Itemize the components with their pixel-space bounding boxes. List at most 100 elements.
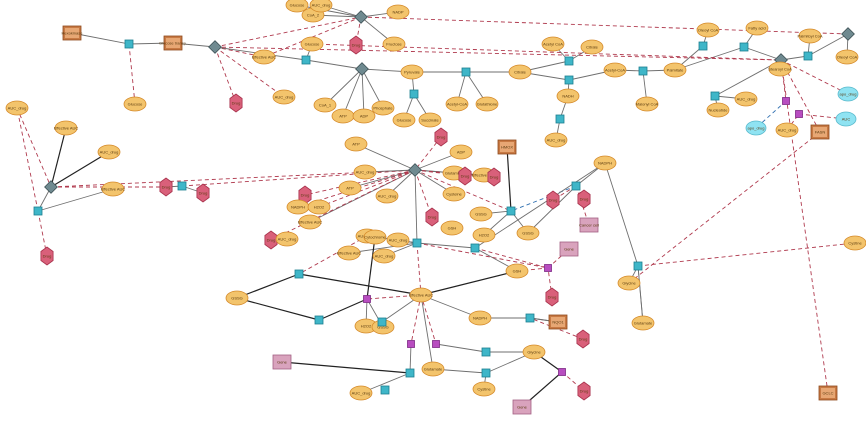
node-hub-h3[interactable] [355,62,369,76]
node-met-m4[interactable]: AUC_drug [272,89,296,105]
node-hub-h2[interactable] [354,10,368,24]
node-met-m60[interactable]: Glutathione [475,96,499,112]
node-met-m3[interactable]: Fructose [382,36,406,52]
node-drug-d11[interactable]: Drug [577,189,591,209]
node-rxn-r7[interactable] [555,114,565,124]
node-rxn-r9[interactable] [698,41,708,51]
node-rxn-r10[interactable] [739,42,749,52]
node-rxn-r5[interactable] [564,56,574,66]
node-drug-d2[interactable]: Drug [349,35,363,55]
node-drug-d7[interactable]: Drug [458,166,472,186]
node-met-m46[interactable]: Stearoyl CoA [768,61,792,77]
node-hub-h6[interactable] [44,180,58,194]
node-met-m15[interactable]: AUC_drug [5,100,29,116]
node-protein-p5[interactable]: GCLC [818,385,838,401]
node-protein-p7[interactable]: FASN [810,124,830,140]
node-rxn-r27[interactable] [380,385,390,395]
node-rxn-r23[interactable] [525,313,535,323]
node-met-m59[interactable]: AUC_drug [309,0,333,13]
node-met-m55[interactable]: Citrate [580,39,604,55]
node-met-m2[interactable]: Cytochrome [363,229,387,245]
node-rxn-r24[interactable] [481,347,491,357]
node-met-m30[interactable]: Effective AUC [298,214,323,230]
node-trans-t5[interactable] [407,340,415,348]
node-cyan-c1[interactable]: apo_drug [837,86,859,102]
node-met-m38[interactable]: Cystine [843,235,866,251]
node-met-m58[interactable]: Glucose [285,0,309,13]
node-met-m11[interactable]: Succinate [418,112,442,128]
node-met-m31b[interactable]: GSH [505,263,529,279]
node-met-m42[interactable]: Malonyl CoA [635,96,659,112]
node-hub-h1[interactable] [208,40,222,54]
node-met-m5[interactable]: Pyruvate [400,64,424,80]
node-rxn-r20[interactable] [294,269,304,279]
node-met-m50[interactable]: AUC_drug [734,91,758,107]
node-met-m20[interactable]: ATP [344,136,368,152]
node-met-m28[interactable]: NADPH [286,199,310,215]
node-met-m49[interactable]: Nucleotide [706,102,730,118]
node-rxn-r22[interactable] [377,317,387,327]
node-gene-g3[interactable]: Gene [272,354,292,370]
node-drug-d1[interactable]: Drug [229,93,243,113]
node-drug-d4[interactable]: Drug [159,177,173,197]
node-trans-t4[interactable] [363,295,371,303]
node-rxn-r1[interactable] [124,39,134,49]
node-cyan-c3[interactable]: AUC [835,111,857,127]
node-met-m10[interactable]: Glucose [392,112,416,128]
node-protein-p3[interactable]: HMOX [497,139,517,155]
node-met-m37b[interactable]: Glutamate [421,361,445,377]
node-rxn-r14[interactable] [177,181,187,191]
node-met-m16[interactable]: AUC_drug [775,122,799,138]
node-rxn-r21[interactable] [314,315,324,325]
node-met-m13[interactable]: Citrate [508,64,532,80]
node-cyan-c2[interactable]: apo_drug [745,120,767,136]
node-met-m6[interactable]: ATP [331,108,355,124]
node-rxn-r6[interactable] [564,75,574,85]
node-rxn-r4[interactable] [461,67,471,77]
node-protein-p2[interactable]: Glucose transp. [159,35,187,51]
node-met-m48[interactable]: Oleoyl CoA [835,49,859,65]
node-gene-g4[interactable]: Gene [512,399,532,415]
node-rxn-r8[interactable] [638,66,648,76]
node-drug-d15[interactable]: Drug [576,329,590,349]
node-rxn-r3[interactable] [409,89,419,99]
node-hub-h5[interactable] [841,27,855,41]
node-met-m36[interactable]: Glycine [617,275,641,291]
node-met-m17[interactable]: Effective AUC [54,120,79,136]
node-met-m37[interactable]: Glutamate [631,315,655,331]
node-met-m21[interactable]: ADP [449,144,473,160]
node-met-m39[interactable]: AUC_drug [275,231,299,247]
node-met-m56[interactable]: NADP [386,4,410,20]
node-met-m43[interactable]: Palmitate [663,62,687,78]
node-met-m32b[interactable]: GSSG [225,290,249,306]
node-met-m57[interactable]: AUC_drug [544,132,568,148]
node-met-m51[interactable]: Effective AUC [252,49,277,65]
node-drug-d10[interactable]: Drug [425,207,439,227]
node-protein-p4[interactable]: NQO1 [548,314,568,330]
node-rxn-r16[interactable] [571,181,581,191]
node-met-m31[interactable]: GSH [440,220,464,236]
node-met-m30b[interactable]: Effective AUC [409,287,434,303]
node-met-m8[interactable]: CoA_1 [313,97,337,113]
node-rxn-r19[interactable] [470,243,480,253]
node-protein-p1[interactable]: Hexokinase [62,25,84,41]
node-met-m41[interactable]: Acetyl-CoA [603,62,627,78]
node-gene-g1[interactable]: Gene [559,241,579,257]
node-rxn-r17[interactable] [633,261,643,271]
node-met-m38b[interactable]: Cystine [472,381,496,397]
node-met-m1[interactable]: Glucose [123,96,147,112]
node-drug-d6[interactable]: Drug [434,127,448,147]
node-met-m39b[interactable]: AUC_drug [349,385,373,401]
node-rxn-r18[interactable] [412,238,422,248]
node-met-m34[interactable]: GSSG [516,225,540,241]
node-drug-d8[interactable]: Drug [487,167,501,187]
node-rxn-r25[interactable] [405,368,415,378]
node-met-m26b[interactable]: AUC_drug [386,232,410,248]
node-rxn-r2[interactable] [301,55,311,65]
node-met-m14[interactable]: NADH [556,88,580,104]
node-drug-d14[interactable]: Drug [545,287,559,307]
node-drug-d5[interactable]: Drug [196,183,210,203]
node-met-m32[interactable]: GSSG [469,206,493,222]
node-met-m9[interactable]: Phosphate [371,100,395,116]
